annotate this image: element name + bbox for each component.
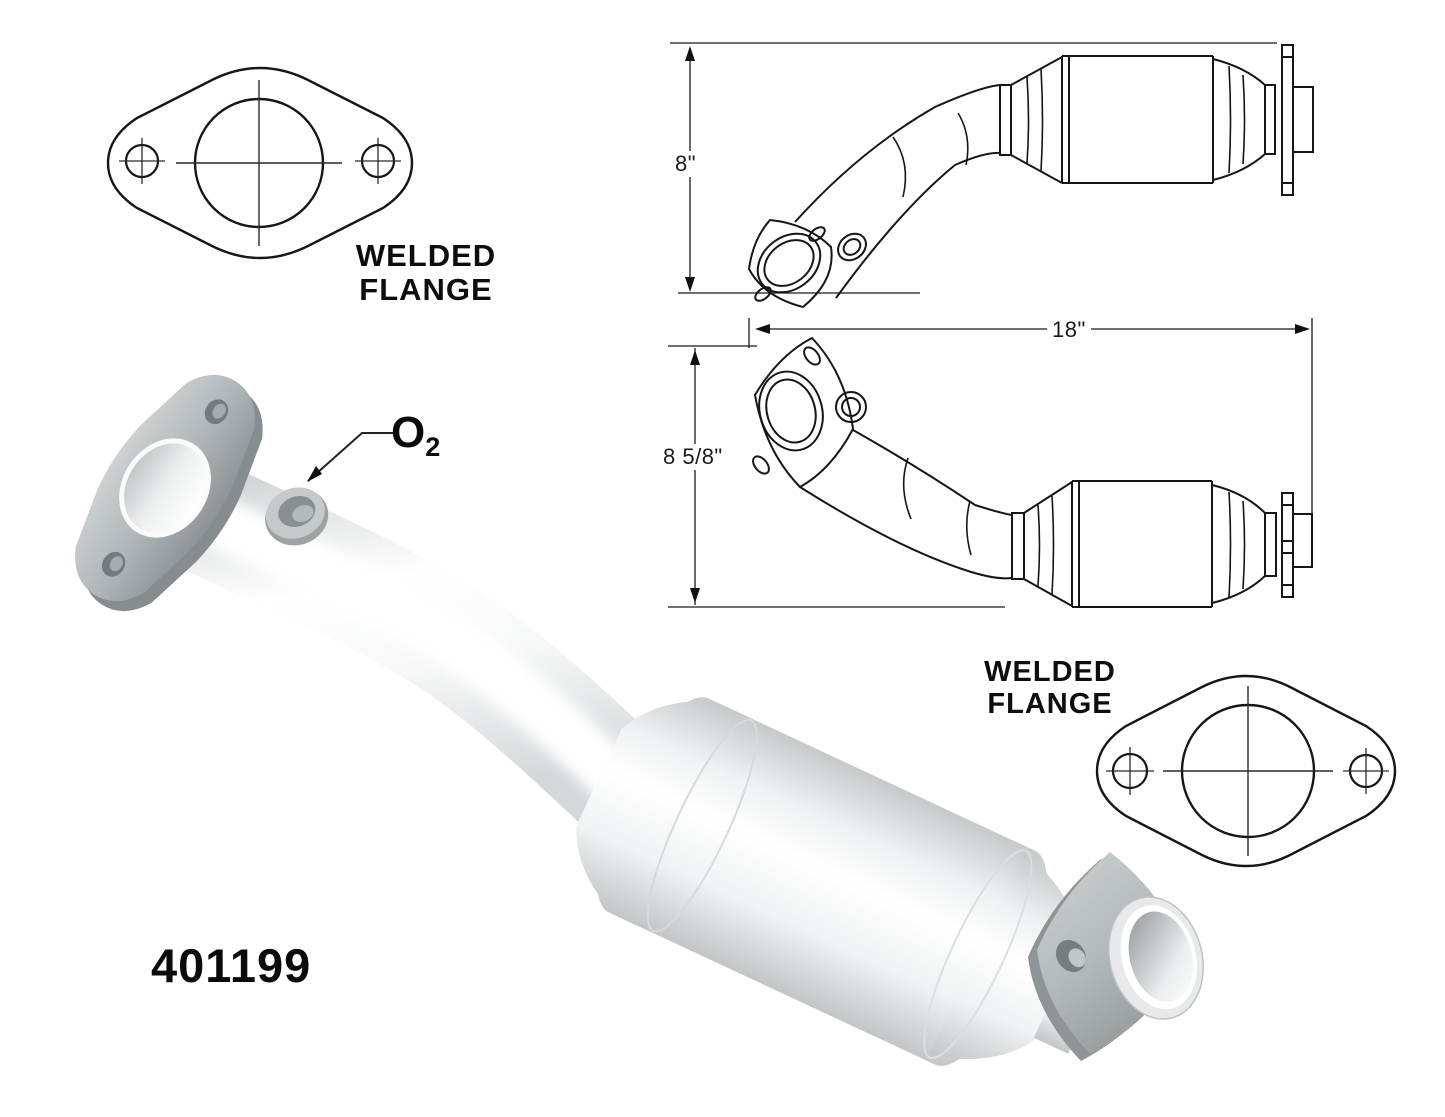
inlet-bolt-hole-upper bbox=[204, 399, 229, 425]
welded-flange-drawing-top bbox=[106, 66, 414, 260]
arrow-down bbox=[685, 277, 695, 292]
dimension-label-8in: 8" bbox=[670, 151, 702, 177]
bolt-hole-right bbox=[355, 138, 401, 184]
flange-outline bbox=[753, 336, 855, 489]
inlet-flange-3d bbox=[75, 374, 263, 612]
flange-outline bbox=[747, 218, 833, 309]
converter-body-3d bbox=[576, 697, 1113, 1066]
centerlines bbox=[1163, 686, 1333, 856]
part-number: 401199 bbox=[151, 939, 312, 992]
dimension-18in bbox=[748, 318, 1313, 560]
welded-flange-drawing-bottom bbox=[1095, 674, 1397, 868]
arrow-left bbox=[755, 324, 770, 334]
o2-leader-line bbox=[307, 432, 393, 482]
dimension-label-8-5-8in: 8 5/8" bbox=[658, 444, 728, 470]
flange-outline bbox=[106, 66, 414, 260]
weld-seam bbox=[957, 112, 969, 166]
welded-flange-label-line2: FLANGE bbox=[987, 688, 1113, 720]
arrow-up bbox=[690, 350, 700, 365]
bolt-hole-right bbox=[1343, 748, 1389, 794]
arrow-right bbox=[1295, 324, 1310, 334]
welded-flange-label-line1: WELDED bbox=[984, 656, 1116, 688]
side-view-part bbox=[747, 44, 1314, 309]
arrow-down bbox=[690, 588, 700, 603]
dimension-8-5-8in bbox=[668, 345, 1005, 608]
o2-subscript: 2 bbox=[425, 432, 441, 462]
slot-hole bbox=[808, 226, 826, 242]
outlet-pipe-stub bbox=[1108, 896, 1204, 1020]
o2-sensor-bung-3d bbox=[265, 487, 329, 546]
slot-hole bbox=[752, 455, 770, 475]
inlet-bolt-hole-lower bbox=[101, 551, 126, 577]
centerlines bbox=[176, 80, 342, 246]
weld-seam bbox=[965, 500, 972, 556]
top-view-part bbox=[752, 336, 1313, 608]
welded-flange-label-bottom: WELDED FLANGE bbox=[968, 656, 1132, 720]
flange-outline bbox=[1095, 674, 1397, 868]
weld-seam bbox=[892, 136, 907, 198]
outlet-bolt-hole bbox=[1055, 939, 1087, 973]
arrow-up bbox=[685, 46, 695, 61]
o2-bung bbox=[837, 232, 867, 262]
o2-bung bbox=[835, 391, 867, 423]
welded-flange-label-line1: WELDED bbox=[355, 238, 497, 273]
outlet-flange-3d bbox=[1028, 852, 1204, 1061]
bolt-hole-left bbox=[1106, 747, 1154, 795]
slot-hole bbox=[754, 286, 772, 302]
welded-flange-label-top: WELDED FLANGE bbox=[345, 239, 507, 307]
top-view-drawing bbox=[668, 318, 1313, 608]
weld-seam bbox=[902, 457, 912, 520]
side-view-drawing bbox=[670, 42, 1314, 309]
o2-element: O bbox=[391, 408, 426, 457]
welded-flange-label-line2: FLANGE bbox=[359, 272, 493, 307]
dimension-label-18in: 18" bbox=[1047, 317, 1091, 343]
part-3d-render bbox=[75, 374, 1204, 1066]
exhaust-pipe-3d bbox=[111, 441, 719, 879]
bolt-hole-left bbox=[119, 138, 165, 184]
slot-hole bbox=[803, 346, 821, 366]
o2-sensor-label: O2 bbox=[391, 408, 440, 463]
